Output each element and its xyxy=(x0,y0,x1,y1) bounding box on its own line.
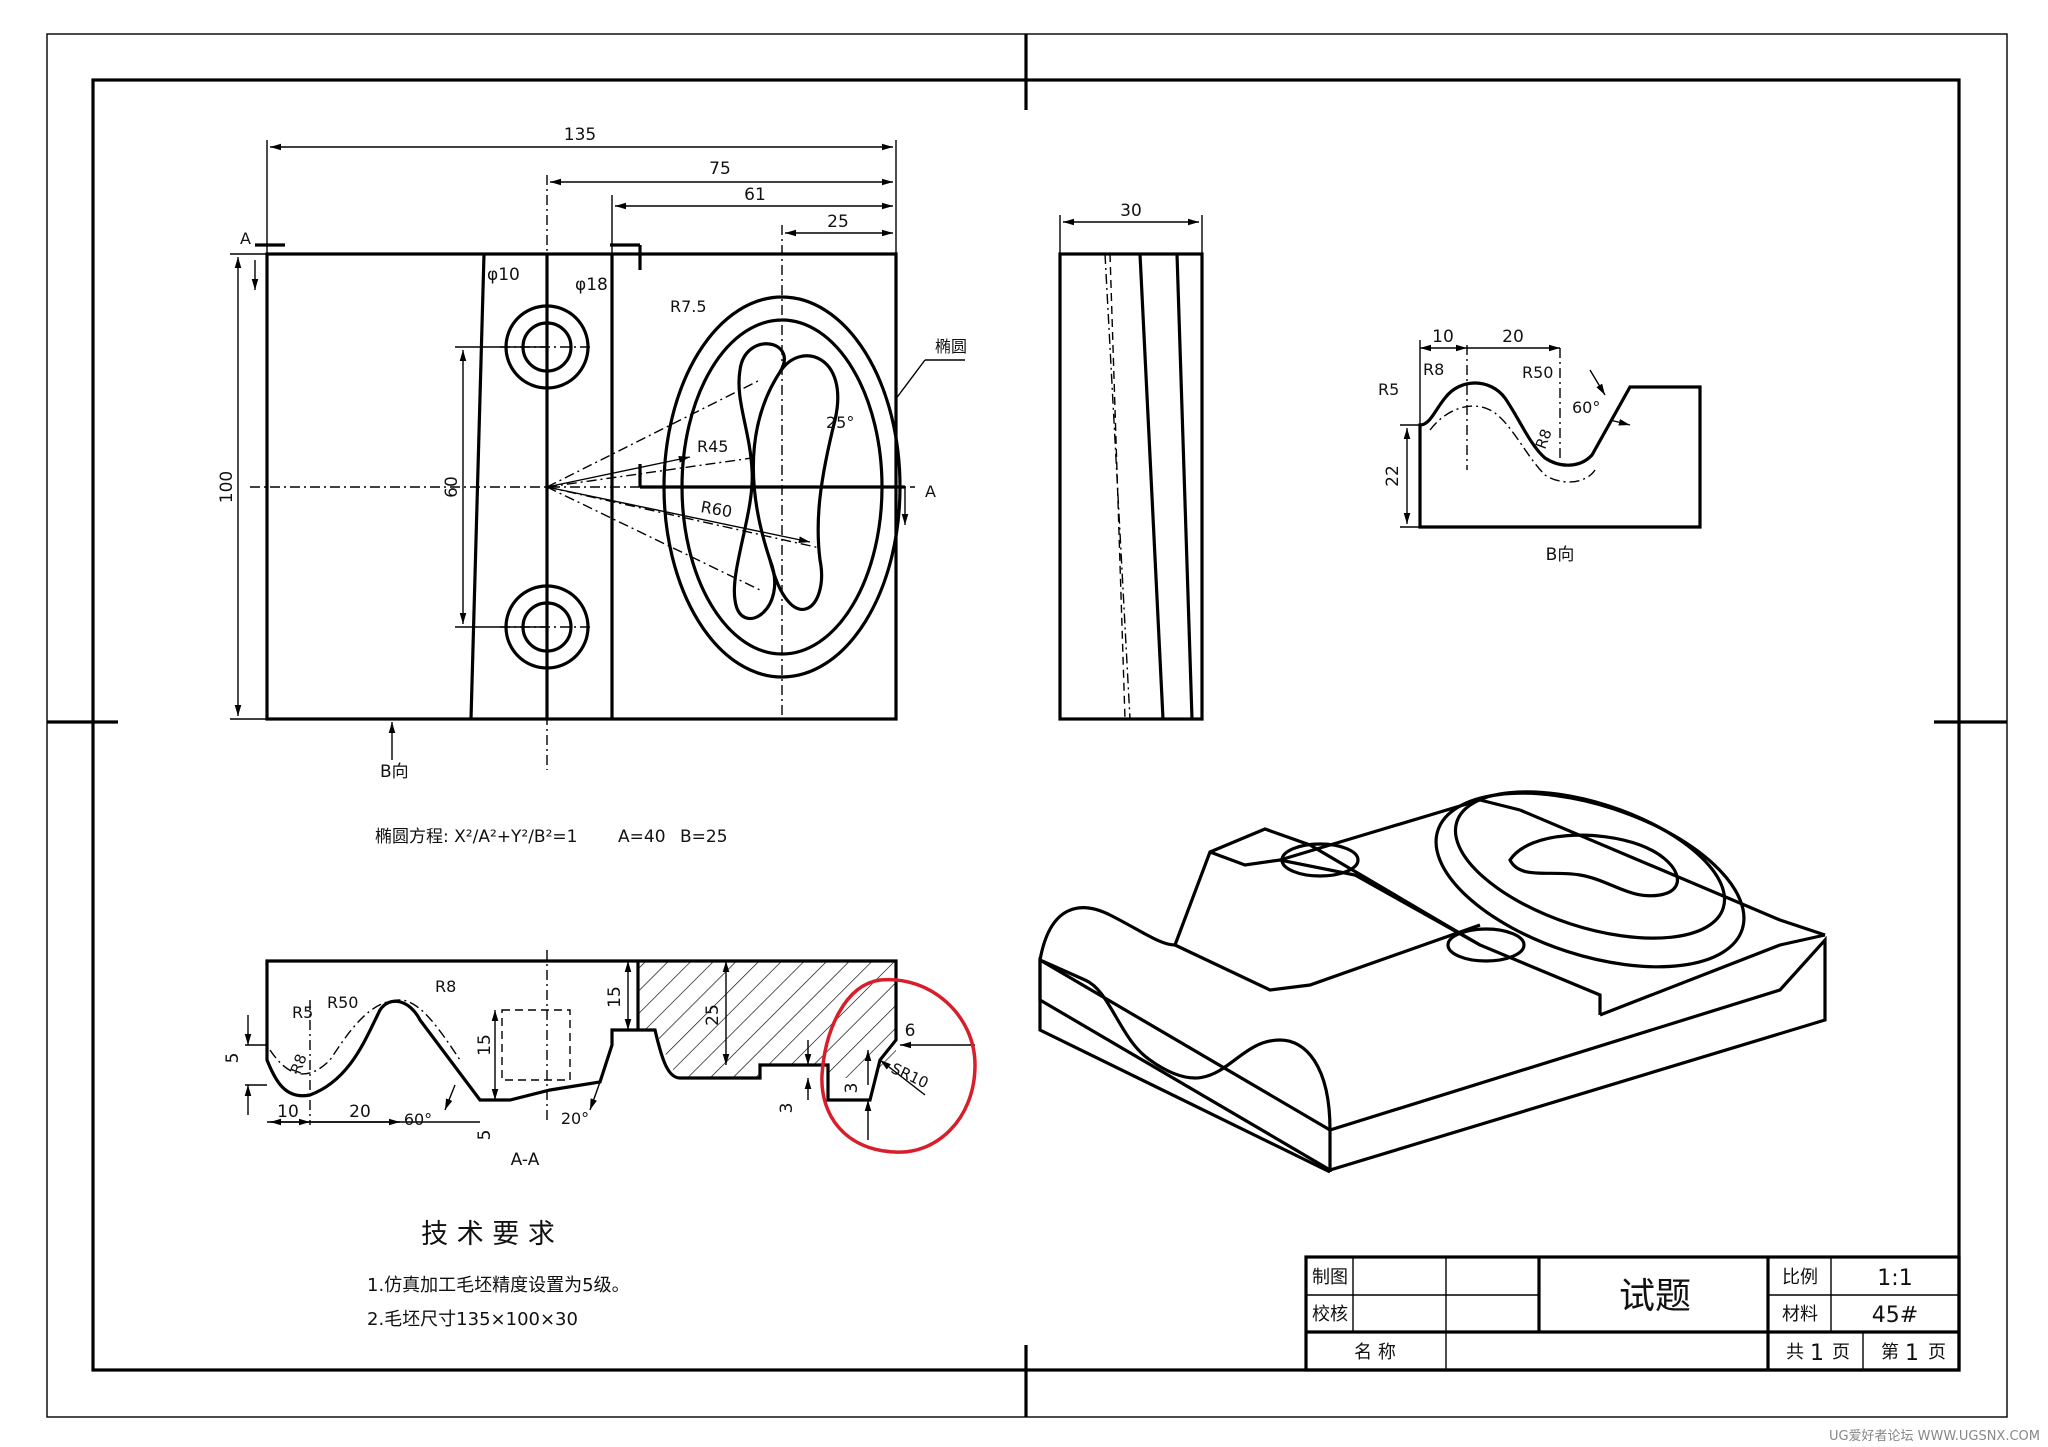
tb-sheets-suffix: 页 xyxy=(1928,1342,1946,1363)
tb-sheets-total: 1 xyxy=(1810,1341,1824,1366)
sec-25: 25 xyxy=(703,1004,723,1026)
tb-sheets-mid: 页 xyxy=(1832,1342,1850,1363)
b-dim-r8b: R8 xyxy=(1532,426,1556,451)
sec-20: 20 xyxy=(349,1102,371,1122)
section-view: R5 R50 R8 R8 5 10 20 60° 5 15 20° 15 25 … xyxy=(223,950,975,1170)
tb-material-value: 45# xyxy=(1872,1303,1918,1328)
dim-r7-5: R7.5 xyxy=(670,297,707,316)
tb-checked-label: 校核 xyxy=(1312,1304,1348,1325)
dim-phi18: φ18 xyxy=(575,275,608,295)
dim-75: 75 xyxy=(709,159,731,179)
sec-r8: R8 xyxy=(435,977,456,996)
dim-135: 135 xyxy=(564,125,596,145)
isometric-view xyxy=(1038,790,1827,1174)
ellipse-equation-text: 椭圆方程: X²/A²+Y²/B²=1 xyxy=(375,827,577,847)
section-label: A-A xyxy=(511,1150,540,1170)
watermark: UG爱好者论坛 WWW.UGSNX.COM xyxy=(1829,1429,2040,1444)
front-view-dimensions: 135 75 61 25 100 60 φ10 φ18 R7.5 R45 R60… xyxy=(217,125,967,782)
sec-5: 5 xyxy=(223,1053,243,1064)
sec-15b: 15 xyxy=(605,986,625,1008)
tb-title: 试题 xyxy=(1619,1276,1691,1317)
ellipse-equation: 椭圆方程: X²/A²+Y²/B²=1 A=40 B=25 xyxy=(375,827,728,847)
tb-drawn-label: 制图 xyxy=(1312,1267,1348,1288)
tech-req-item-2: 2.毛坯尺寸135×100×30 xyxy=(367,1309,578,1330)
tb-name-label: 名 称 xyxy=(1354,1342,1396,1363)
side-view: 30 xyxy=(1058,201,1204,721)
sec-6: 6 xyxy=(905,1021,916,1041)
sec-r8b: R8 xyxy=(287,1051,311,1076)
dim-r60: R60 xyxy=(699,497,733,521)
dim-61: 61 xyxy=(744,185,766,205)
dim-60: 60 xyxy=(442,476,462,498)
tb-sheets-prefix: 共 xyxy=(1786,1342,1804,1363)
tb-material-label: 材料 xyxy=(1782,1304,1818,1325)
b-dim-r5: R5 xyxy=(1378,380,1399,399)
tb-scale-label: 比例 xyxy=(1782,1267,1818,1288)
ellipse-a: A=40 xyxy=(618,827,666,847)
sec-10: 10 xyxy=(277,1102,299,1122)
sec-5b: 5 xyxy=(475,1130,495,1141)
sec-20deg: 20° xyxy=(561,1109,589,1128)
tb-sheets-prefix2: 第 xyxy=(1881,1342,1899,1363)
section-mark-right: A xyxy=(925,482,936,501)
sec-r50: R50 xyxy=(327,993,358,1012)
dim-25: 25 xyxy=(827,212,849,232)
dim-phi10: φ10 xyxy=(487,265,520,285)
outer-border xyxy=(46,33,2008,1418)
dim-30: 30 xyxy=(1120,201,1142,221)
dim-25deg: 25° xyxy=(826,413,854,432)
b-dim-r8: R8 xyxy=(1423,360,1444,379)
highlight-circle xyxy=(820,977,977,1154)
dim-r45: R45 xyxy=(697,437,728,456)
b-dim-22: 22 xyxy=(1383,465,1403,487)
sec-3b: 3 xyxy=(842,1083,862,1094)
sec-3: 3 xyxy=(777,1103,797,1114)
center-marks xyxy=(47,34,2007,1417)
dim-100: 100 xyxy=(217,471,237,503)
sec-15: 15 xyxy=(475,1034,495,1056)
tb-sheets-current: 1 xyxy=(1905,1341,1919,1366)
b-direction-front: B向 xyxy=(380,762,409,782)
b-view-label: B向 xyxy=(1546,545,1575,565)
sec-60deg: 60° xyxy=(404,1110,432,1129)
b-view: 10 20 R8 R5 R50 R8 60° 22 B向 xyxy=(1378,327,1702,565)
sec-sr10: SR10 xyxy=(888,1059,931,1092)
title-block: 制图 校核 名 称 试题 比例 1:1 材料 45# 共 1 页 第 1 页 xyxy=(1304,1255,1961,1372)
ellipse-b: B=25 xyxy=(680,827,728,847)
tech-req-item-1: 1.仿真加工毛坯精度设置为5级。 xyxy=(367,1275,630,1296)
sec-r5: R5 xyxy=(292,1003,313,1022)
tech-req-title: 技 术 要 求 xyxy=(421,1219,555,1250)
b-dim-20: 20 xyxy=(1502,327,1524,347)
front-view xyxy=(250,175,965,770)
section-mark-left: A xyxy=(240,229,251,248)
b-dim-60deg: 60° xyxy=(1572,398,1600,417)
ellipse-note: 椭圆 xyxy=(935,337,967,356)
b-dim-10: 10 xyxy=(1432,327,1454,347)
tb-scale-value: 1:1 xyxy=(1877,1266,1912,1291)
technical-requirements: 技 术 要 求 1.仿真加工毛坯精度设置为5级。 2.毛坯尺寸135×100×3… xyxy=(367,1219,630,1330)
inner-border xyxy=(91,78,1961,1372)
b-dim-r50: R50 xyxy=(1522,363,1553,382)
